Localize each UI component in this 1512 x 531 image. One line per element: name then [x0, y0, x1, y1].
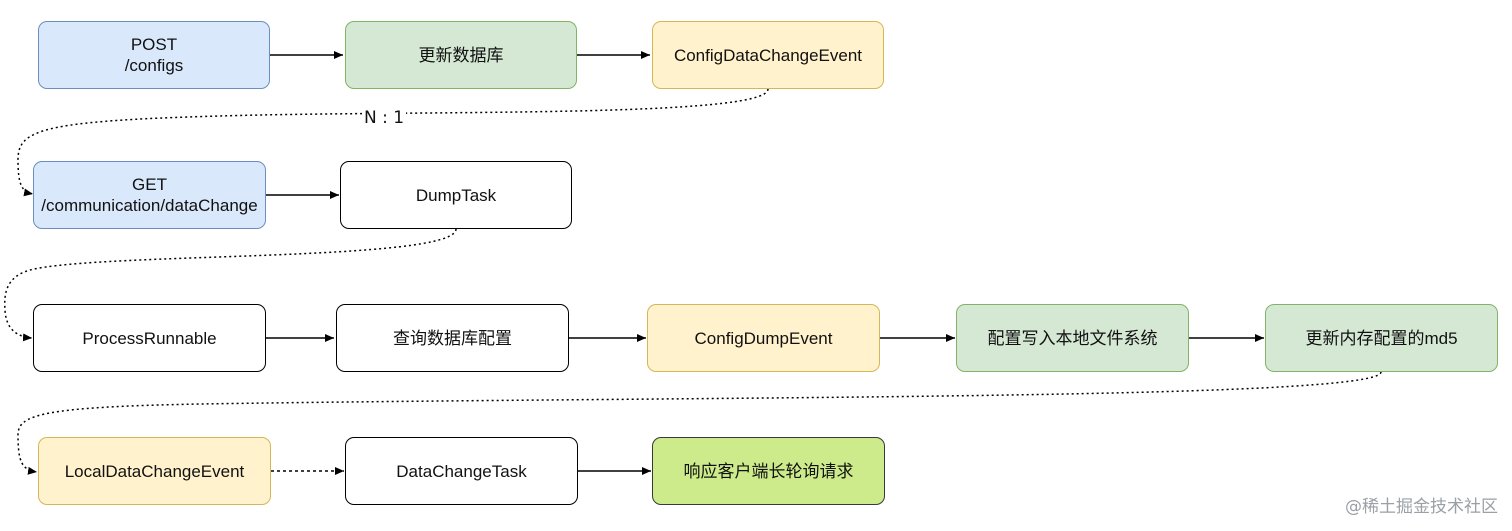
node-get-data-change: GET /communication/dataChange [33, 161, 266, 229]
node-config-data-change-event: ConfigDataChangeEvent [652, 21, 884, 89]
node-post-configs: POST /configs [38, 21, 270, 89]
node-process-runnable: ProcessRunnable [33, 304, 266, 372]
node-write-local-fs: 配置写入本地文件系统 [956, 304, 1189, 372]
watermark: @稀土掘金技术社区 [1345, 497, 1498, 517]
node-data-change-task: DataChangeTask [345, 437, 578, 505]
node-dump-task: DumpTask [340, 161, 572, 229]
edge-md5-to-local-event [17, 371, 1382, 475]
node-local-data-change-event: LocalDataChangeEvent [38, 437, 271, 505]
node-update-memory-md5: 更新内存配置的md5 [1265, 304, 1498, 372]
edge-dumptask-to-process [4, 228, 457, 342]
node-update-db: 更新数据库 [345, 21, 577, 89]
node-respond-long-polling: 响应客户端长轮询请求 [652, 437, 885, 505]
node-config-dump-event: ConfigDumpEvent [647, 304, 880, 372]
edge-label-n-to-1: N : 1 [362, 108, 407, 128]
node-query-db-config: 查询数据库配置 [336, 304, 569, 372]
